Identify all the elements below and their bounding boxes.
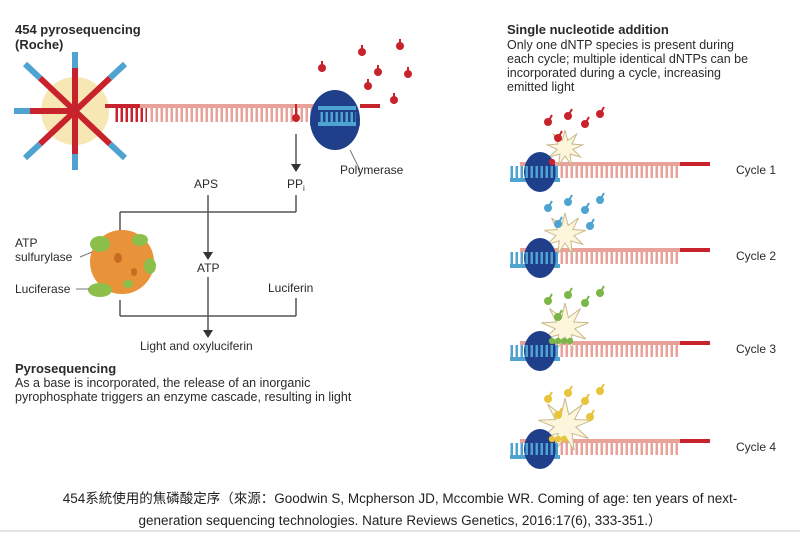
cycle-label: Cycle 3 — [736, 342, 776, 356]
cycle-label: Cycle 1 — [736, 163, 776, 177]
pyro-desc-line2: pyrophosphate triggers an enzyme cascade… — [15, 390, 352, 404]
template-bases — [560, 345, 680, 357]
free-dntp — [554, 411, 562, 419]
atp-sulfurylase-label-2: sulfurylase — [15, 250, 73, 264]
cycle-row-1: Cycle 1 — [510, 106, 776, 192]
free-dntp — [596, 289, 604, 297]
incorporated-dntp — [566, 337, 574, 345]
template-strand — [520, 341, 690, 345]
free-dntp — [581, 120, 589, 128]
cycle-label: Cycle 4 — [736, 440, 776, 454]
luciferin-label: Luciferin — [268, 281, 313, 295]
free-dntp — [544, 297, 552, 305]
template-bases — [560, 252, 680, 264]
incorporated-dntp — [560, 337, 568, 345]
template-strand — [520, 439, 690, 443]
template-bases — [560, 443, 680, 455]
arrow-to-atp — [203, 252, 213, 260]
free-dntp — [544, 395, 552, 403]
free-dntp — [564, 291, 572, 299]
polymerase-enzyme — [292, 90, 360, 150]
left-title-line1: 454 pyrosequencing — [15, 22, 141, 37]
caption-line2: generation sequencing technologies. Natu… — [138, 513, 662, 528]
cycle-row-4: Cycle 4 — [510, 383, 776, 469]
aps-label: APS — [194, 177, 218, 191]
free-dntp — [581, 397, 589, 405]
incorporated-dntp — [548, 435, 556, 443]
free-dntp — [544, 204, 552, 212]
polymerase-bases — [524, 345, 558, 357]
free-dntp — [586, 413, 594, 421]
incorporated-dntp — [554, 435, 562, 443]
cycle-row-3: Cycle 3 — [510, 285, 776, 371]
template-bases — [560, 166, 680, 178]
atp-label: ATP — [197, 261, 219, 275]
template-end — [680, 439, 710, 443]
right-desc-line2: each cycle; multiple identical dNTPs can… — [507, 52, 748, 66]
free-dntp — [596, 196, 604, 204]
template-end — [680, 162, 710, 166]
free-dntp — [564, 112, 572, 120]
free-dntp — [596, 387, 604, 395]
cascade-connector — [119, 195, 297, 332]
template-end — [680, 248, 710, 252]
polymerase-bases — [524, 443, 558, 455]
right-desc-line1: Only one dNTP species is present during — [507, 38, 734, 52]
sequencing-bead — [14, 52, 128, 170]
polymerase-bases — [524, 166, 558, 178]
free-dntp — [581, 299, 589, 307]
right-title: Single nucleotide addition — [507, 22, 669, 37]
atp-sulfurylase-label-1: ATP — [15, 236, 37, 250]
bottom-divider — [0, 530, 800, 532]
right-desc-line4: emitted light — [507, 80, 575, 94]
incorporated-dntp — [548, 158, 556, 166]
pyro-desc-line1: As a base is incorporated, the release o… — [15, 376, 310, 390]
polymerase-bases — [524, 252, 558, 264]
luciferase-label: Luciferase — [15, 282, 71, 296]
free-dntp — [554, 220, 562, 228]
incorporated-dntp — [560, 435, 568, 443]
cycle-rows: Cycle 1 Cycle 2 Cycle 3 Cycle 4 — [510, 106, 776, 469]
pyro-title: Pyrosequencing — [15, 361, 116, 376]
incorporated-dntp — [548, 337, 556, 345]
enzyme-complex — [88, 230, 156, 297]
free-dntp — [596, 110, 604, 118]
caption-line1: 454系統使用的焦磷酸定序（來源：Goodwin S, Mcpherson JD… — [62, 491, 738, 506]
free-dntp — [564, 198, 572, 206]
free-dntp — [564, 389, 572, 397]
free-dntp — [586, 222, 594, 230]
pyrosequencing-diagram: 454 pyrosequencing (Roche) — [14, 22, 776, 469]
free-dntp — [554, 134, 562, 142]
products-label: Light and oxyluciferin — [140, 339, 253, 353]
incorporated-dntp — [554, 337, 562, 345]
left-title-line2: (Roche) — [15, 37, 63, 52]
figure-caption: 454系統使用的焦磷酸定序（來源：Goodwin S, Mcpherson JD… — [0, 488, 800, 532]
free-dntp — [554, 313, 562, 321]
template-strand — [520, 162, 690, 166]
template-end — [680, 341, 710, 345]
cycle-row-2: Cycle 2 — [510, 192, 776, 278]
ppi-label: PPi — [287, 177, 305, 193]
cycle-label: Cycle 2 — [736, 249, 776, 263]
arrow-to-products — [203, 330, 213, 338]
template-strand — [520, 248, 690, 252]
free-dntp — [581, 206, 589, 214]
polymerase-label: Polymerase — [340, 163, 404, 177]
free-dntp — [544, 118, 552, 126]
right-desc-line3: incorporated during a cycle, increasing — [507, 66, 721, 80]
